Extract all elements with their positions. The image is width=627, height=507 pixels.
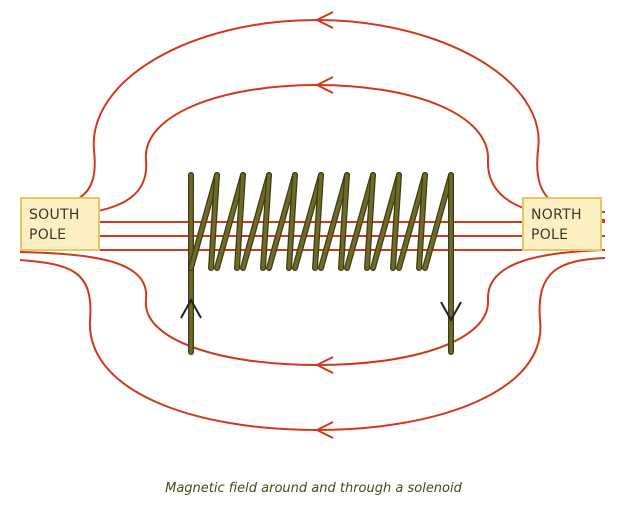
coil-turn-back-6 (339, 173, 349, 270)
diagram-caption: Magnetic field around and through a sole… (165, 481, 462, 496)
field-arrow-outer-top (314, 11, 334, 29)
north-pole-label: NORTH POLE (522, 197, 602, 251)
magnetic-field-lines (19, 18, 606, 432)
current-arrows (180, 297, 462, 323)
south-pole-line-1: SOUTH (29, 207, 80, 223)
coil-turn-back-2 (235, 173, 245, 270)
south-pole-line-2: POLE (29, 227, 67, 243)
coil-turn-8 (371, 173, 401, 270)
coil-turn-9 (397, 173, 427, 270)
solenoid-coil (188, 172, 454, 355)
coil-turn-10 (423, 173, 453, 270)
field-arrow-outer-bottom (314, 421, 334, 439)
current-arrow-down-icon (440, 301, 462, 323)
field-arrow-inner-bottom (314, 356, 334, 374)
north-pole-line-1: NORTH (531, 207, 582, 223)
field-line-outer-top (19, 18, 606, 213)
coil-turn-back-4 (287, 173, 297, 270)
coil-turn-2 (215, 173, 245, 270)
current-arrow-up-icon (180, 297, 202, 319)
coil-turn-back-8 (391, 173, 401, 270)
coil-turn-4 (267, 173, 297, 270)
coil-turn-3 (241, 173, 271, 270)
coil-turn-5 (293, 173, 323, 270)
coil-turn-6 (319, 173, 349, 270)
north-pole-line-2: POLE (531, 227, 569, 243)
field-line-outer-bottom (19, 257, 606, 432)
coil-turn-back-3 (261, 173, 271, 270)
coil-turn-back-5 (313, 173, 323, 270)
coil-turn-back-7 (365, 173, 375, 270)
field-arrow-inner-top (314, 76, 334, 94)
field-arrowheads (314, 11, 334, 439)
coil-turn-1 (189, 173, 219, 270)
coil-turn-back-9 (417, 173, 427, 270)
coil-turn-7 (345, 173, 375, 270)
south-pole-label: SOUTH POLE (20, 197, 100, 251)
coil-turn-back-1 (209, 173, 219, 270)
